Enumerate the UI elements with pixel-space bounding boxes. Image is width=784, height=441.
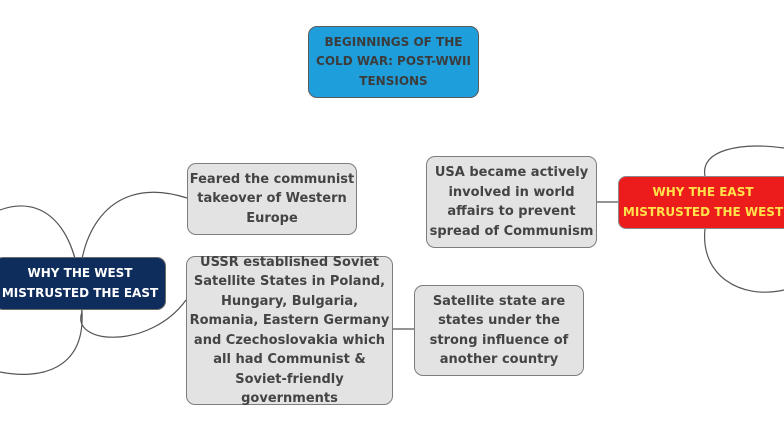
east-topic[interactable]: WHY THE EAST MISTRUSTED THE WEST [618, 176, 784, 229]
connector-west-offscreen-bottom [0, 311, 83, 375]
subtopic-ussr-satellite-states[interactable]: USSR established Soviet Satellite States… [186, 255, 393, 406]
subtopic-usa-involvement[interactable]: USA became actively involved in world af… [426, 156, 597, 248]
subtopic-label: USSR established Soviet Satellite States… [189, 254, 390, 407]
subtopic-label: Feared the communist takeover of Western… [189, 171, 355, 226]
connector-east-offscreen-top [704, 145, 784, 177]
subtopic-feared-communist-takeover[interactable]: Feared the communist takeover of Western… [187, 163, 357, 235]
central-topic-label: BEGINNINGS OF THE COLD WAR: POST-WWII TE… [316, 34, 471, 88]
east-topic-label: WHY THE EAST MISTRUSTED THE WEST [622, 185, 784, 219]
subtopic-label: USA became actively involved in world af… [429, 165, 594, 239]
central-topic[interactable]: BEGINNINGS OF THE COLD WAR: POST-WWII TE… [308, 26, 479, 98]
connector-east-offscreen-bottom [704, 228, 784, 293]
subtopic-satellite-state-definition[interactable]: Satellite state are states under the str… [414, 285, 584, 376]
west-topic-label: WHY THE WEST MISTRUSTED THE EAST [1, 266, 159, 300]
west-topic[interactable]: WHY THE WEST MISTRUSTED THE EAST [0, 257, 166, 310]
subtopic-label: Satellite state are states under the str… [429, 293, 569, 368]
